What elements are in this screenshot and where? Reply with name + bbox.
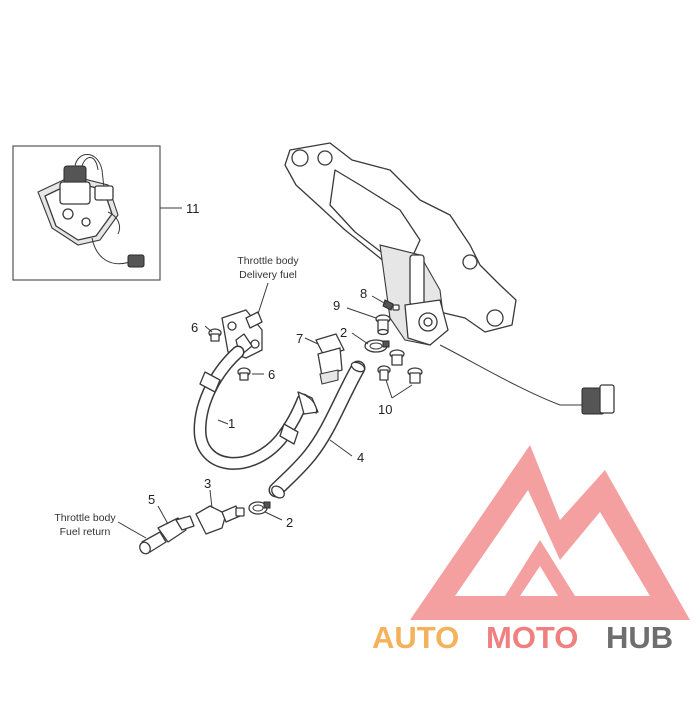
- part-5-return-fitting: [139, 515, 195, 555]
- callout-8: 8: [360, 286, 367, 301]
- callout-6-upper: 6: [191, 320, 198, 335]
- return-note-line1: Throttle body: [54, 512, 116, 524]
- callout-11: 11: [186, 201, 200, 216]
- inset-fuel-pump: [12, 145, 161, 281]
- callout-2-lower: 2: [286, 515, 293, 530]
- watermark-auto: AUTO: [372, 620, 459, 655]
- callout-7: 7: [296, 331, 303, 346]
- callout-10: 10: [378, 402, 392, 417]
- part-2-clamp-lower: [248, 501, 271, 515]
- part-8-screw: [382, 299, 400, 311]
- callout-4: 4: [357, 450, 364, 465]
- part-3-connector: [195, 505, 245, 535]
- part-6-screw-lower: [237, 367, 251, 381]
- part-10-bolts: [377, 349, 423, 384]
- part-1-hose: [193, 309, 319, 470]
- callout-2-upper: 2: [340, 325, 347, 340]
- callout-6-lower: 6: [268, 367, 275, 382]
- part-6-screw-upper: [208, 328, 222, 342]
- watermark-logo: [410, 445, 690, 620]
- delivery-note-line2: Delivery fuel: [239, 269, 297, 281]
- part-4-hose: [268, 360, 366, 499]
- part-7-fitting: [315, 333, 345, 385]
- return-note-line2: Fuel return: [60, 526, 111, 538]
- callout-3: 3: [204, 476, 211, 491]
- part-9-bolt: [375, 314, 391, 336]
- callout-9: 9: [333, 298, 340, 313]
- part-2-clamp-upper: [364, 339, 390, 353]
- callout-5: 5: [148, 492, 155, 507]
- watermark-hub: HUB: [606, 620, 673, 655]
- tank-flange-plate: [284, 142, 615, 415]
- delivery-note-line1: Throttle body: [237, 255, 299, 267]
- callout-1: 1: [228, 416, 235, 431]
- watermark-moto: MOTO: [486, 620, 578, 655]
